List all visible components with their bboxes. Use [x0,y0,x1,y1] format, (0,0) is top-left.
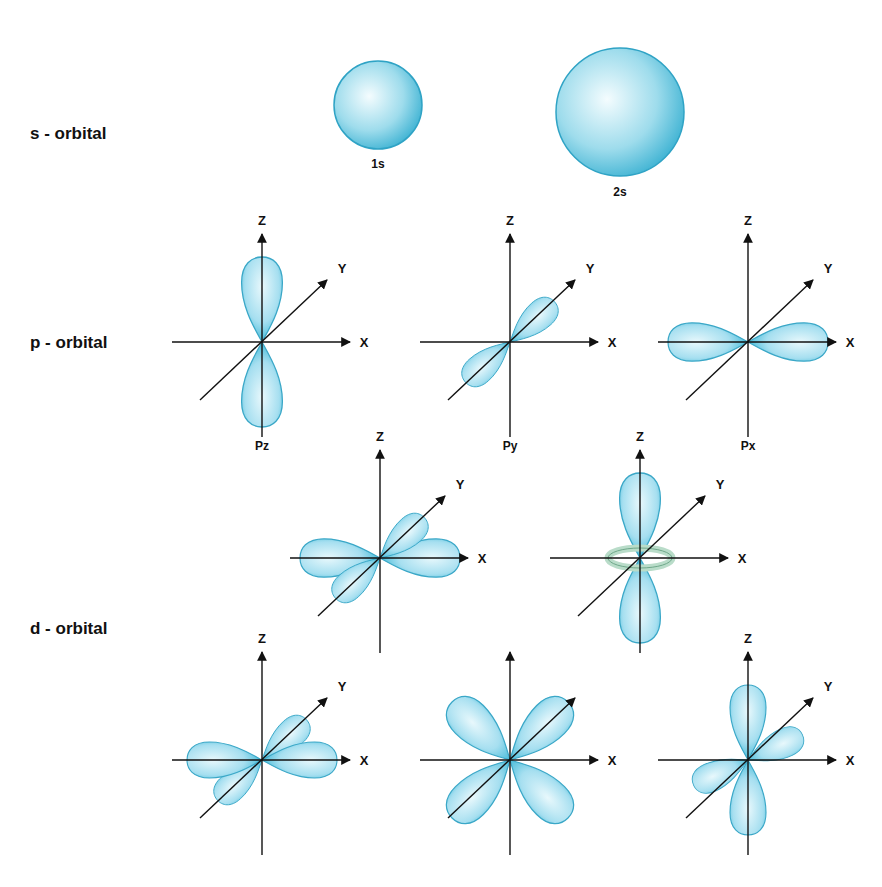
axis-label: Y [824,680,833,693]
axis-label: Z [744,632,752,645]
orbital-name: Py [503,440,518,452]
axis-label: Z [506,214,514,227]
orbital-name: 2s [613,186,626,198]
axis-label: Z [376,430,384,443]
axis-label: Y [716,478,725,491]
axis-label: Y [338,262,347,275]
axis-label: X [846,754,855,767]
axis-label: X [478,552,487,565]
axis-label: X [738,552,747,565]
axis-label: X [846,336,855,349]
section-title: d - orbital [30,620,107,637]
axis-label: X [360,336,369,349]
axis-label: X [360,754,369,767]
axis-label: Y [586,262,595,275]
section-title: p - orbital [30,334,107,351]
orbital-name: Px [741,440,756,452]
section-title: s - orbital [30,125,107,142]
axis-label: Z [258,214,266,227]
orbital-name: Pz [255,440,269,452]
axis-label: Y [338,680,347,693]
axis-label: Z [636,430,644,443]
axis-label: Z [258,632,266,645]
axis-label: Z [744,214,752,227]
axis-label: Y [824,262,833,275]
axis-label: X [608,754,617,767]
orbital-name: 1s [371,158,384,170]
axis-label: Y [456,478,465,491]
axis-label: X [608,336,617,349]
